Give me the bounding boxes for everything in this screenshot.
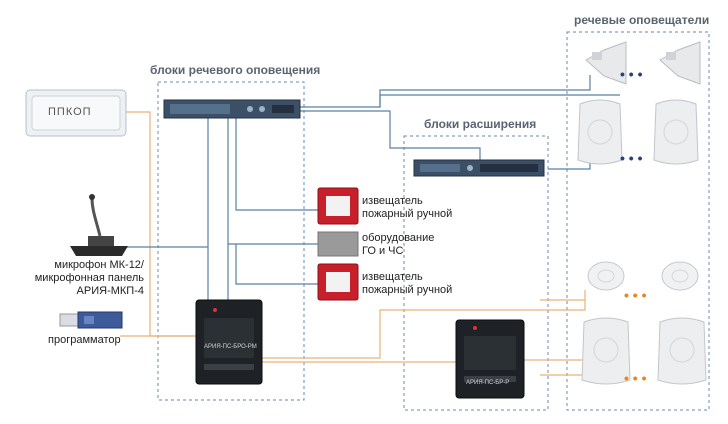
controller-ext-label: АРИЯ-ПС-БР-Р [466, 380, 510, 386]
go-cs-equipment-line-1: оборудование [362, 232, 435, 244]
rack-amplifier-main [163, 99, 301, 119]
controller-ext-device [455, 319, 525, 399]
manual-call-point-2-line-2: пожарный ручной [362, 284, 453, 296]
speakers-title: речевые оповещатели [574, 13, 710, 27]
go-cs-equipment-label: оборудование ГО и ЧС [362, 232, 434, 258]
controller-main-device [195, 299, 263, 385]
wall-speaker-4 [657, 317, 707, 385]
wall-speaker-1 [577, 99, 623, 165]
wall-speaker-2 [653, 99, 699, 165]
microphone-label: микрофон МК-12/ микрофонная панель АРИЯ-… [8, 259, 144, 298]
speech-blocks-group-box [157, 81, 305, 401]
speech-blocks-title: блоки речевого оповещения [150, 63, 321, 77]
manual-call-point-2 [317, 263, 359, 301]
microphone-label-line-2: микрофонная панель [34, 272, 144, 284]
manual-call-point-1 [317, 187, 359, 225]
wall-speakers-orange-more: • • • [624, 370, 647, 386]
programmer-device [59, 311, 123, 329]
ceiling-speaker-1 [587, 261, 625, 291]
manual-call-point-1-label: извещатель пожарный ручной [362, 195, 452, 221]
programmer-label: программатор [48, 334, 121, 346]
microphone-label-line-3: АРИЯ-МКП-4 [76, 285, 144, 297]
manual-call-point-1-line-2: пожарный ручной [362, 208, 453, 220]
go-cs-equipment-block [317, 231, 359, 257]
manual-call-point-2-line-1: извещатель [362, 271, 423, 283]
manual-call-point-1-line-1: извещатель [362, 195, 423, 207]
horn-speakers-more: • • • [620, 66, 643, 82]
ppkop-label: ППКОП [48, 106, 92, 118]
expansion-blocks-title: блоки расширения [424, 117, 537, 131]
wall-speaker-3 [581, 317, 631, 385]
call-point-2-wire [235, 244, 320, 285]
controller-main-label: АРИЯ-ПС-БРО-РМ [204, 344, 257, 350]
wall-speakers-more: • • • [620, 150, 643, 166]
microphone-label-line-1: микрофон МК-12/ [54, 259, 144, 271]
horn-speaker-1 [585, 41, 627, 85]
go-cs-equipment-line-2: ГО и ЧС [362, 245, 404, 257]
amp-to-ext-wire [300, 110, 481, 160]
call-point-1-wire [235, 118, 320, 211]
ceiling-speakers-more: • • • [624, 287, 647, 303]
amp-to-top-speakers-wire [300, 75, 591, 108]
speakers-group-box [566, 31, 710, 411]
rack-amplifier-ext [413, 159, 545, 177]
ppkop-device [25, 89, 127, 137]
expansion-blocks-group-box [403, 135, 549, 411]
blue-wires [125, 75, 620, 305]
manual-call-point-2-label: извещатель пожарный ручной [362, 271, 452, 297]
microphone-device [70, 194, 128, 256]
horn-speaker-2 [659, 41, 701, 85]
ceiling-speaker-2 [661, 261, 699, 291]
controller-to-top-speakers-wire [240, 290, 586, 359]
